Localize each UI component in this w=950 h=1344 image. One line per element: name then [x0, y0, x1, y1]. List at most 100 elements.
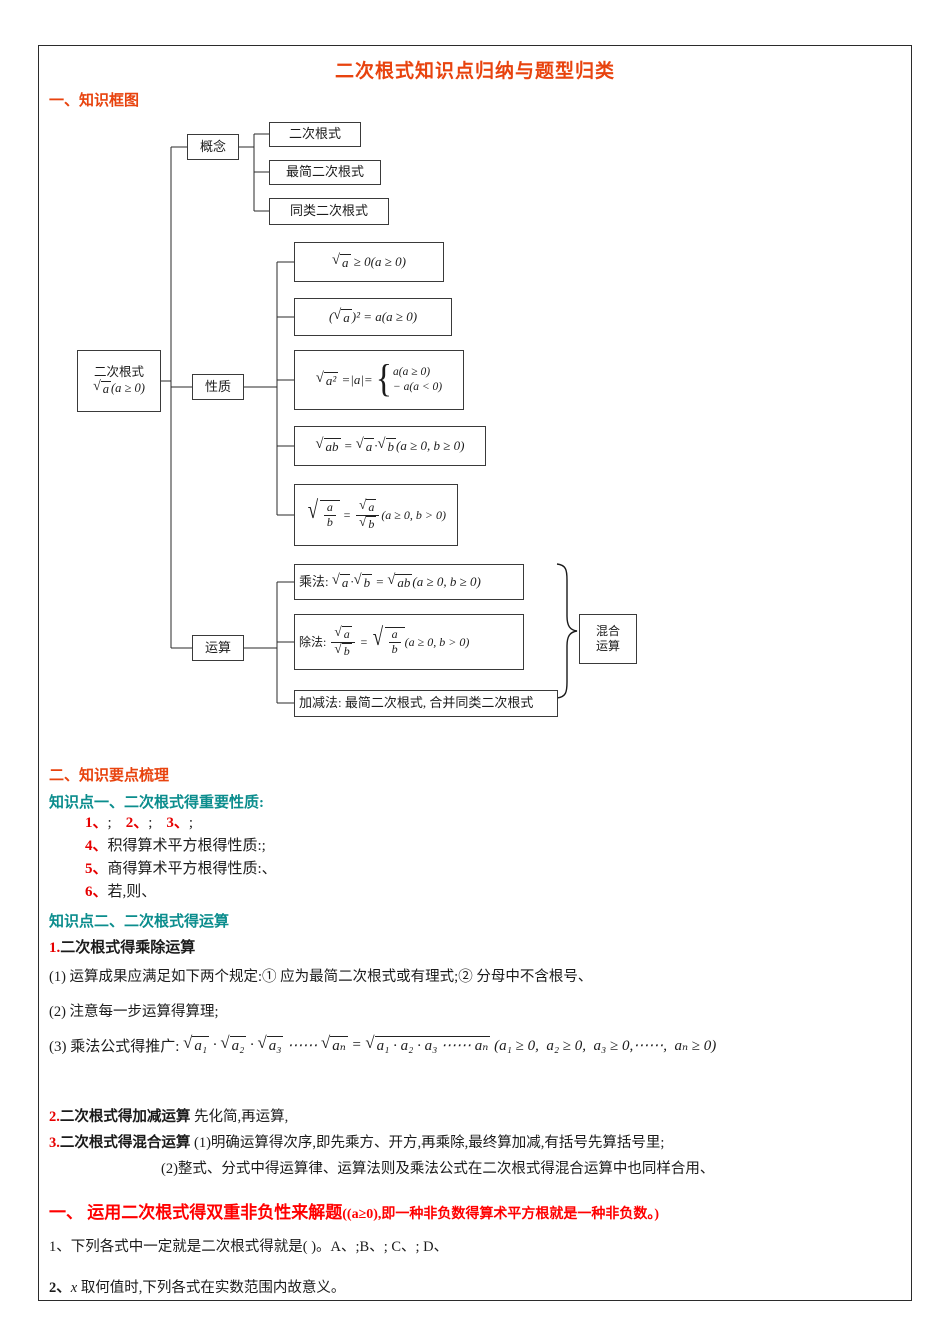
sqrt-radicand: a: [340, 253, 351, 270]
flow-operation-multiply: 乘法: √a·√b = √ab(a ≥ 0, b ≥ 0): [294, 564, 524, 600]
item-number: 5、: [85, 861, 108, 877]
dot-operator: ·: [374, 437, 378, 453]
flow-mixed-operation-box: 混合 运算: [579, 614, 637, 664]
sqrt-expression: √b: [334, 640, 352, 658]
sqrt-sign: √: [320, 1033, 331, 1052]
sqrt-radicand: a₃: [266, 1036, 284, 1054]
sqrt-radicand: a: [366, 499, 377, 515]
k2-item-3-line: 3.二次根式得混合运算 (1)明确运算得次序,即先乘方、开方,再乘除,最终算加减…: [49, 1132, 901, 1154]
item-number: 1.: [49, 940, 61, 956]
item-title: 二次根式得加减运算: [59, 1109, 191, 1125]
sqrt-radicand: ab: [323, 437, 341, 454]
flow-concept-item-2: 最简二次根式: [269, 160, 381, 185]
knowledge-flowchart: 二次根式 √a(a ≥ 0) 概念 性质 运算 二次根式 最简二次根式 同类二次…: [49, 112, 901, 740]
flow-branch-concept: 概念: [187, 134, 239, 160]
sqrt-sign: √: [220, 1033, 230, 1052]
fraction-numerator: √a: [355, 497, 380, 516]
sqrt-radicand: b: [341, 642, 352, 658]
equals-sign: =: [339, 507, 354, 522]
k2-item-1-rule-3: (3) 乘法公式得推广: √a₁ · √a₂ · √a₃ ⋯⋯ √aₙ = √a…: [49, 1033, 901, 1056]
sqrt-expression: √a: [333, 308, 352, 326]
cases-body: a(a ≥ 0)− a(a < 0): [393, 365, 442, 395]
sqrt-sign: √: [331, 571, 340, 588]
fraction-denominator: √b: [331, 640, 354, 658]
sqrt-sign: √: [307, 497, 319, 525]
item-text: 商得算术平方根得性质:、: [107, 861, 277, 877]
formula-condition: (a ≥ 0, b ≥ 0): [412, 573, 481, 589]
k1-line-4: 4、积得算术平方根得性质:;: [85, 835, 901, 858]
sqrt-radicand: aₙ: [330, 1036, 348, 1054]
flow-operation-addsub: 加减法: 最简二次根式, 合并同类二次根式: [294, 690, 558, 717]
piecewise-cases: {a(a ≥ 0)− a(a < 0): [373, 360, 442, 399]
question-number: 2、: [49, 1280, 71, 1296]
sqrt-sign: √: [353, 571, 362, 588]
sqrt-expression: √a²: [316, 371, 339, 389]
sqrt-radicand: a: [100, 380, 111, 396]
property-formula-1: √a ≥ 0(a ≥ 0): [332, 253, 406, 271]
flow-root-title: 二次根式: [93, 365, 144, 380]
page-border-frame: 二次根式知识点归纳与题型归类 一、知识框图 二次根式 √a(a ≥ 0) 概念 …: [38, 45, 912, 1301]
sqrt-radicand: a: [363, 437, 375, 454]
sqrt-radicand: b: [361, 573, 373, 590]
fraction-numerator: a: [388, 627, 401, 643]
equals-sign: =: [372, 573, 388, 589]
formula-token: (: [328, 308, 334, 324]
question-2: 2、x 取何值时,下列各式在实数范围内故意义。: [49, 1276, 901, 1297]
sqrt-expression: √b: [378, 437, 397, 455]
sqrt-sign: √: [372, 624, 383, 652]
sqrt-expression: √b: [359, 514, 377, 531]
flow-property-item-4: √ab = √a·√b(a ≥ 0, b ≥ 0): [294, 426, 486, 466]
equals-sign: =: [347, 1037, 366, 1053]
item-number: 6、: [85, 884, 108, 900]
sqrt-sign: √: [358, 497, 367, 513]
flow-concept-item-3: 同类二次根式: [269, 198, 389, 225]
formula-condition: (a₁ ≥ 0, a₂ ≥ 0, a₃ ≥ 0,⋯⋯, aₙ ≥ 0): [490, 1038, 717, 1054]
flow-concept-item-1: 二次根式: [269, 122, 361, 147]
sqrt-sign: √: [387, 571, 396, 588]
sqrt-radicand: a₂: [229, 1036, 247, 1054]
fraction-denominator: √b: [356, 514, 379, 531]
knowledge-point-1-heading: 知识点一、二次根式得重要性质:: [49, 795, 264, 811]
sqrt-radicand: b: [385, 437, 397, 454]
sqrt-expression: √a₁ · a₂ · a₃ ⋯⋯ aₙ: [365, 1034, 491, 1055]
k1-line-123: 1、;2、;3、;: [85, 812, 901, 835]
section2-heading: 二、知识要点梳理: [49, 768, 170, 784]
question-text: 取何值时,下列各式在实数范围内故意义。: [77, 1280, 346, 1296]
property-formula-3: √a² =|a|={a(a ≥ 0)− a(a < 0): [316, 360, 442, 399]
mixed-line1: 混合: [595, 624, 620, 638]
k2-item-1-rule-1: (1) 运算成果应满足如下两个规定:① 应为最简二次根式或有理式;② 分母中不含…: [49, 969, 593, 985]
k2-item-1-heading: 1.二次根式得乘除运算: [49, 936, 901, 957]
fraction-denominator: b: [326, 515, 333, 529]
sqrt-sign: √: [334, 640, 342, 656]
flow-root-formula: √a(a ≥ 0): [93, 378, 145, 397]
fraction: √a√b: [331, 625, 355, 658]
sqrt-expression: √a₂: [220, 1033, 247, 1055]
variable-x: x: [70, 1280, 78, 1296]
item-text: 若,则、: [107, 884, 157, 900]
sqrt-radicand: a: [341, 308, 352, 325]
dot-operator: ·: [246, 1037, 258, 1053]
equals-sign: =: [356, 634, 371, 649]
sqrt-sign: √: [93, 378, 101, 394]
property-formula-4: √ab = √a·√b(a ≥ 0, b ≥ 0): [316, 437, 465, 455]
sqrt-radicand: a: [339, 573, 351, 590]
sqrt-expression: √a: [356, 437, 375, 455]
k2-item-2-line: 2.二次根式得加减运算 先化简,再运算,: [49, 1106, 901, 1128]
flowchart-connector-lines: [161, 133, 578, 704]
fraction-numerator: √a: [331, 625, 355, 643]
sqrt-radicand: a: [341, 626, 352, 642]
item-text: 先化简,再运算,: [190, 1109, 289, 1125]
item-title: 二次根式得乘除运算: [60, 940, 196, 956]
item-number: 4、: [85, 838, 108, 854]
fraction-numerator: a: [323, 500, 336, 516]
topic-heading-text: 一、 运用二次根式得双重非负性来解题: [49, 1203, 343, 1222]
sqrt-expression: √ab: [387, 571, 413, 591]
flow-property-item-3: √a² =|a|={a(a ≥ 0)− a(a < 0): [294, 350, 464, 410]
question-1: 1、下列各式中一定就是二次根式得就是( )。A、;B、; C、; D、: [49, 1235, 901, 1256]
